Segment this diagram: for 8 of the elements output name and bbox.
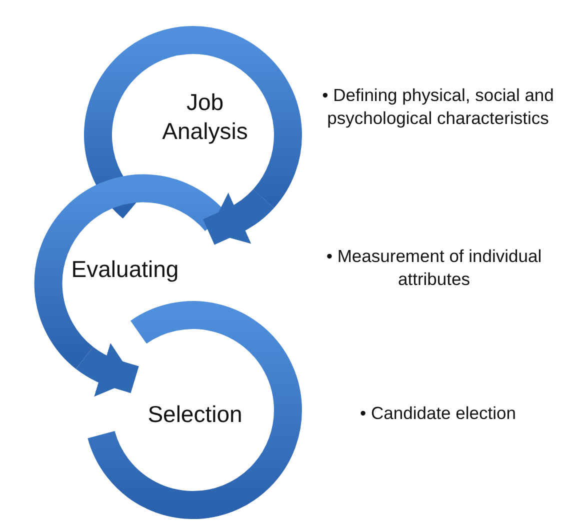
bullet-text: • Defining physical, social and psychological characteristics [321,84,555,130]
arrow [76,343,139,397]
arrow [203,188,274,245]
step-label: Selection [146,400,244,429]
step-label: Evaluating [70,255,180,284]
bullet-text: • Measurement of individual attributes [325,245,543,290]
step-label: Job Analysis [161,88,249,146]
bullet-text: • Candidate election [359,402,517,425]
